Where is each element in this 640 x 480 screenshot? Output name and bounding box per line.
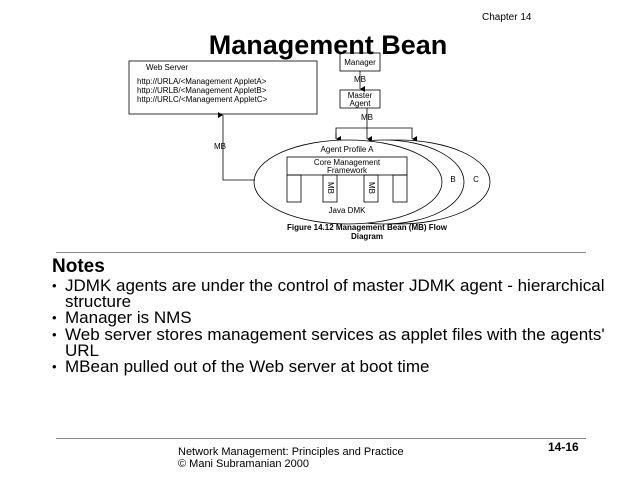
profile-c-label: C xyxy=(473,175,479,184)
chapter-label: Chapter 14 xyxy=(482,12,532,23)
note-item: Web server stores management services as… xyxy=(52,326,612,359)
url-c: http://URLC/<Management AppletC> xyxy=(137,95,268,104)
url-b: http://URLB/<Management AppletB> xyxy=(137,86,267,95)
mb-label: MB xyxy=(361,113,373,122)
figure-caption: Figure 14.12 Management Bean (MB) Flow xyxy=(287,223,448,232)
core-label: Framework xyxy=(327,166,368,175)
web-server-box xyxy=(128,60,318,115)
slide-title: Management Bean xyxy=(208,30,448,60)
note-item: JDMK agents are under the control of mas… xyxy=(52,277,612,310)
web-server-label: Web Server xyxy=(146,63,188,72)
master-agent-label: Agent xyxy=(350,99,372,108)
notes-heading: Notes xyxy=(52,256,105,277)
url-a: http://URLA/<Management AppletA> xyxy=(137,77,267,86)
divider xyxy=(56,252,586,253)
java-dmk-label: Java DMK xyxy=(329,206,367,215)
core-framework-box xyxy=(286,156,408,176)
mb-label: MB xyxy=(214,142,226,151)
page-number: 14-16 xyxy=(548,440,579,454)
figure-caption: Diagram xyxy=(351,232,383,241)
note-item: MBean pulled out of the Web server at bo… xyxy=(52,358,612,376)
profile-b-label: B xyxy=(450,175,455,184)
footer-copyright: © Mani Subramanian 2000 xyxy=(178,458,310,470)
mb-label: MB xyxy=(367,182,376,194)
mbean-box xyxy=(363,174,379,203)
mb-label: MB xyxy=(354,75,366,84)
mb-label: MB xyxy=(326,182,335,194)
mb-flow-diagram: Web Server http://URLA/<Management Apple… xyxy=(128,52,491,241)
master-agent-label: Master xyxy=(348,91,373,100)
core-label: Core Management xyxy=(314,158,381,167)
agent-profile-label: Agent Profile A xyxy=(321,145,375,154)
mbean-box xyxy=(322,174,338,203)
notes-list: JDMK agents are under the control of mas… xyxy=(52,277,612,376)
note-item: Manager is NMS xyxy=(52,309,612,327)
manager-label: Manager xyxy=(344,58,376,67)
footer-divider xyxy=(56,438,586,439)
agent-profile-a-ellipse xyxy=(253,139,443,225)
footer-book-title: Network Management: Principles and Pract… xyxy=(178,446,404,458)
